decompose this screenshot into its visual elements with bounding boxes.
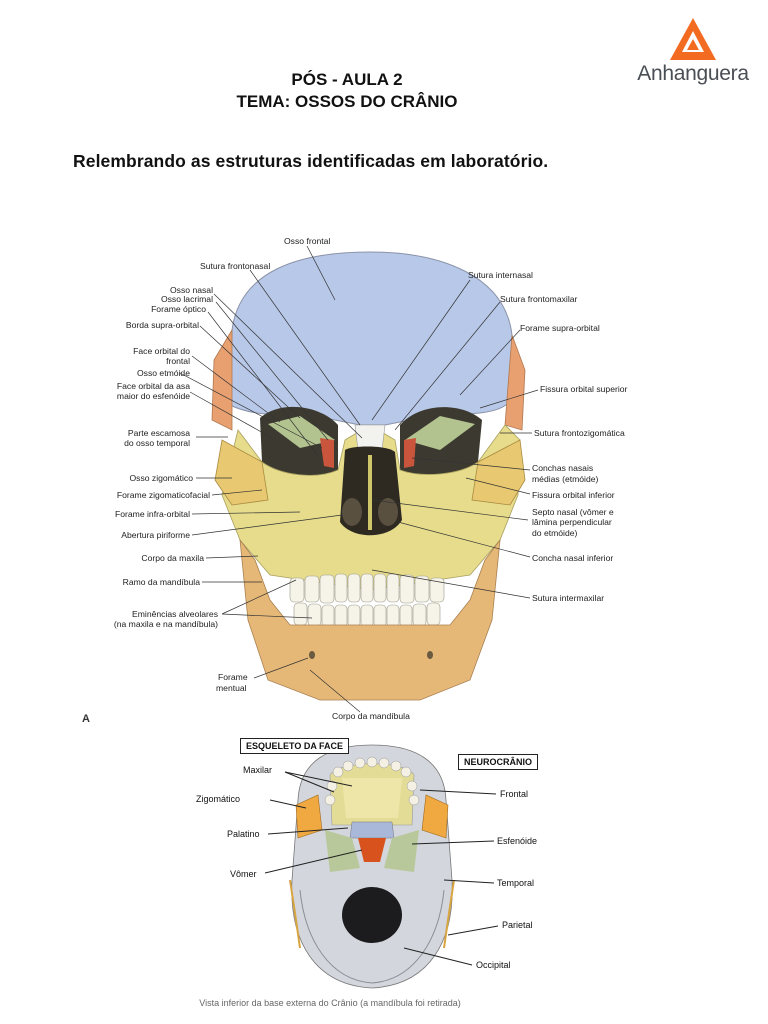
label-parietal: Parietal	[502, 920, 533, 930]
label-esfenoide: Esfenóide	[497, 836, 538, 846]
label-forame-zigomaticofacial: Forame zigomaticofacial	[116, 490, 210, 500]
label-corpo-maxila: Corpo da maxila	[141, 553, 204, 563]
label-conchas-2: médias (etmóide)	[532, 474, 599, 484]
label-forame-infra-orbital: Forame infra-orbital	[115, 509, 190, 519]
label-ramo-mandibula: Ramo da mandíbula	[122, 577, 200, 587]
label-forame-optico: Forame óptico	[151, 304, 206, 314]
label-sutura-internasal: Sutura internasal	[468, 270, 533, 280]
label-borda-supra-orbital: Borda supra-orbital	[125, 320, 199, 330]
section-subtitle: Relembrando as estruturas identificadas …	[73, 151, 549, 171]
label-sutura-frontomaxilar: Sutura frontomaxilar	[500, 294, 578, 304]
label-osso-frontal: Osso frontal	[284, 236, 331, 246]
anhanguera-logo: Anhanguera	[634, 14, 752, 90]
label-maxilar: Maxilar	[243, 765, 273, 775]
label-abertura-piriforme: Abertura piriforme	[121, 530, 190, 540]
label-palatino: Palatino	[227, 829, 260, 839]
label-septo-2: lâmina perpendicular	[532, 517, 612, 527]
label-face-orbital-frontal-1: Face orbital do	[133, 346, 190, 356]
label-corpo-mandibula: Corpo da mandíbula	[332, 711, 410, 721]
label-forame-supra-orbital: Forame supra-orbital	[520, 323, 600, 333]
label-osso-nasal: Osso nasal	[170, 285, 213, 295]
label-occipital: Occipital	[476, 960, 511, 970]
label-vomer: Vômer	[230, 869, 257, 879]
label-eminencias-2: (na maxila e na mandíbula)	[113, 619, 218, 629]
label-face-orbital-asa-1: Face orbital da asa	[116, 381, 190, 391]
label-eminencias-1: Eminências alveolares	[132, 609, 218, 619]
label-forame-mentual-1: Forame	[218, 672, 248, 682]
label-fissura-orbital-inferior: Fissura orbital inferior	[532, 490, 615, 500]
label-forame-mentual-2: mentual	[216, 683, 247, 693]
logo-mark-icon	[670, 18, 716, 60]
figure-caption: Vista inferior da base externa do Crânio…	[199, 998, 461, 1008]
label-face-orbital-frontal-2: frontal	[166, 356, 190, 366]
lesson-title: PÓS - AULA 2	[291, 70, 403, 89]
label-frontal: Frontal	[500, 789, 529, 799]
label-fissura-orbital-superior: Fissura orbital superior	[540, 384, 628, 394]
label-sutura-frontozigomatica: Sutura frontozigomática	[534, 428, 625, 438]
label-septo-1: Septo nasal (vômer e	[532, 507, 614, 517]
label-osso-zigomatico: Osso zigomático	[129, 473, 193, 483]
box-esqueleto-face: ESQUELETO DA FACE	[240, 738, 350, 754]
label-sutura-intermaxilar: Sutura intermaxilar	[532, 593, 605, 603]
logo-text: Anhanguera	[637, 62, 749, 85]
label-conchas-1: Conchas nasais	[532, 463, 594, 473]
lesson-theme: TEMA: OSSOS DO CRÂNIO	[236, 92, 458, 111]
label-sutura-frontonasal: Sutura frontonasal	[200, 261, 271, 271]
label-zigomatico: Zigomático	[196, 794, 241, 804]
label-concha-nasal-inferior: Concha nasal inferior	[532, 553, 614, 563]
label-parte-escamosa-2: do osso temporal	[124, 438, 190, 448]
label-osso-etmoide: Osso etmóide	[136, 368, 190, 378]
label-face-orbital-asa-2: maior do esfenóide	[116, 391, 190, 401]
label-temporal: Temporal	[497, 878, 535, 888]
figure-letter: A	[82, 713, 90, 725]
label-septo-3: do etmóide)	[532, 528, 578, 538]
label-osso-lacrimal: Osso lacrimal	[160, 294, 213, 304]
label-parte-escamosa-1: Parte escamosa	[127, 428, 190, 438]
box-neurocranio: NEUROCRÂNIO	[458, 754, 539, 770]
